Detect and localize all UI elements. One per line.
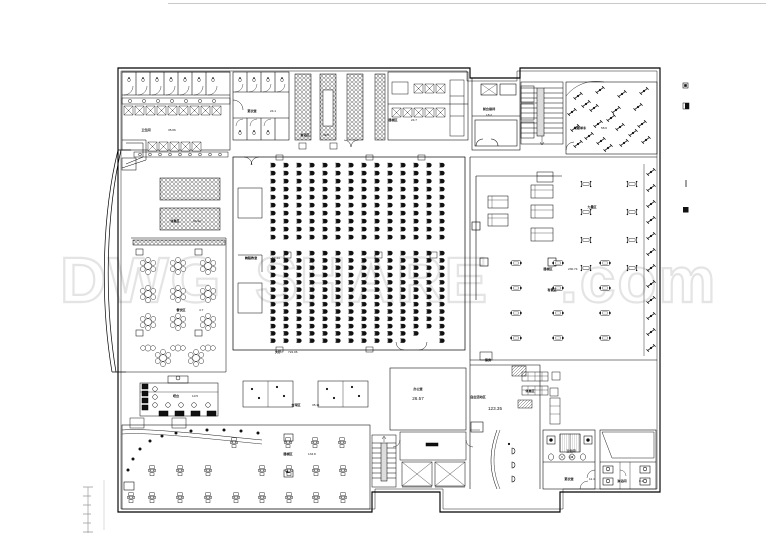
washbasin-row-northwest [121, 97, 231, 105]
top-rule-divider [168, 3, 766, 4]
room-label-area-a20: 9.3 [569, 455, 574, 459]
auditorium-stage-boxes [237, 187, 263, 314]
room-label-name-a9: 吧台 [173, 393, 179, 398]
room-label-name-a21: 更衣室 [564, 476, 573, 481]
room-label-name-a2: 更衣室 [247, 108, 256, 113]
bar-entry-panels [129, 417, 187, 429]
room-label-name-a3: 淋浴区 [300, 132, 310, 137]
zone-studio-mid [470, 351, 493, 431]
svg-text:.com: .com [560, 244, 717, 316]
gym-bench-row [487, 171, 554, 242]
changing-room-door-swing [232, 99, 244, 111]
southeast-wc-fixtures [548, 453, 586, 461]
auditorium-seats-upper [270, 162, 445, 240]
gym-south-equipment-south-extra [127, 492, 135, 503]
zone-changing-rooms [232, 71, 290, 141]
locker-bank-equipment-north [391, 83, 446, 118]
room-label-name-a6: 舞蹈教室 [245, 255, 257, 260]
room-label-name-a18: 器械区 [282, 451, 293, 456]
room-label-name-a11: 办公室 [413, 386, 422, 391]
room-label-area-a7: 4.7 [199, 308, 204, 312]
room-label-area-a11: 26.57 [412, 396, 424, 401]
room-label-area-a3: 42.5 [323, 133, 329, 137]
room-label-area-a16: 58.6 [601, 126, 607, 130]
gym-east-wall-equipment [643, 164, 657, 356]
room-label-name-a10: 台球区 [291, 402, 301, 407]
room-label-area-a1: 35.66 [168, 128, 176, 132]
zone-reception [471, 77, 521, 151]
zone-gym-south [121, 424, 371, 510]
spin-bikes [567, 85, 652, 153]
room-label-area-a9: 10.5 [192, 394, 198, 398]
room-label-area-a2: 24.1 [270, 109, 276, 113]
stair-core-north [520, 81, 564, 146]
zone-billiards [242, 380, 369, 408]
room-label-area-a4: 24.7 [411, 118, 417, 122]
room-label-name-a8: 大厅 [275, 349, 282, 354]
room-label-area-a21: 11.1 [589, 477, 595, 481]
core-stair-bottom [371, 434, 397, 488]
room-label-area-a5: 33.12 [193, 219, 201, 223]
svg-text:SHARE: SHARE [255, 244, 489, 316]
room-label-name-a20: 卫生间 [566, 448, 575, 453]
room-label-name-a5: 休息区 [169, 218, 180, 223]
gym-south-machines [148, 437, 347, 503]
room-label-area-a17: 18.2 [486, 113, 492, 117]
room-label-name-a26: 休息区 [524, 388, 535, 393]
zone-auditorium [232, 156, 466, 351]
room-label-name-a19: 操房 [485, 357, 491, 362]
room-label-name-a1: 卫生间 [141, 127, 150, 132]
room-label-area-a6: 59.44 [272, 256, 280, 260]
locker-bank-south [147, 141, 202, 152]
room-label-name-a16: 动感单车 [574, 125, 586, 130]
zone-spin-studio [565, 81, 658, 155]
toilet-fixtures-northwest [127, 77, 215, 83]
seating-block-rest-lower [159, 207, 221, 231]
legend-marks [682, 82, 690, 213]
seating-block-rest-upper [159, 177, 221, 201]
shower-locker-columns [294, 73, 386, 141]
room-label-name-a22: 淋浴间 [617, 478, 626, 483]
lounge-sofas [511, 365, 561, 425]
room-label-name-a4: 器械区 [387, 117, 398, 122]
room-label-area-a10: 35.11 [312, 403, 320, 407]
zone-southeast-wc [542, 429, 596, 490]
zone-equipment-north [387, 71, 469, 141]
room-label-name-a12: 自由活动区 [470, 394, 486, 399]
zone-southeast-shower [599, 429, 657, 490]
room-label-area-a22: 8.2 [639, 479, 644, 483]
zone-office [389, 367, 467, 431]
room-label-name-a13: 器械区 [542, 266, 553, 271]
northwest-angled-corridor [121, 139, 147, 171]
room-label-area-a13: 230.74 [568, 267, 578, 271]
room-label-name-a7: 餐饮区 [175, 307, 186, 312]
zone-dining-west [126, 237, 227, 373]
zone-bar-kitchen [139, 375, 219, 417]
locker-bank-north [123, 105, 222, 116]
free-area-seat-icons [507, 442, 516, 483]
room-label-name-a17: 前台接待 [483, 106, 496, 111]
room-labels: 卫生间 35.66 更衣室 24.1 淋浴区 42.5 器械区 24.7 休息区… [141, 106, 643, 483]
svg-text:DWG: DWG [60, 244, 222, 316]
elevator-lobby [392, 431, 474, 488]
room-label-name-a14: 有氧区 [547, 287, 557, 292]
spin-studio-doors [565, 141, 575, 151]
room-label-area-a8: 722.06 [288, 350, 298, 354]
watermark: DWG SHARE .com [59, 243, 717, 317]
equipment-north-misc [391, 79, 465, 137]
scale-bar [83, 486, 93, 533]
room-label-name-a15: 力量区 [587, 204, 597, 209]
shower-area-doors [298, 139, 359, 150]
bench-row-northwest [133, 151, 229, 158]
room-label-area-a18: 134.8 [308, 452, 316, 456]
room-label-area-a12: 123.35 [488, 406, 502, 411]
zone-free-activity [469, 360, 541, 490]
